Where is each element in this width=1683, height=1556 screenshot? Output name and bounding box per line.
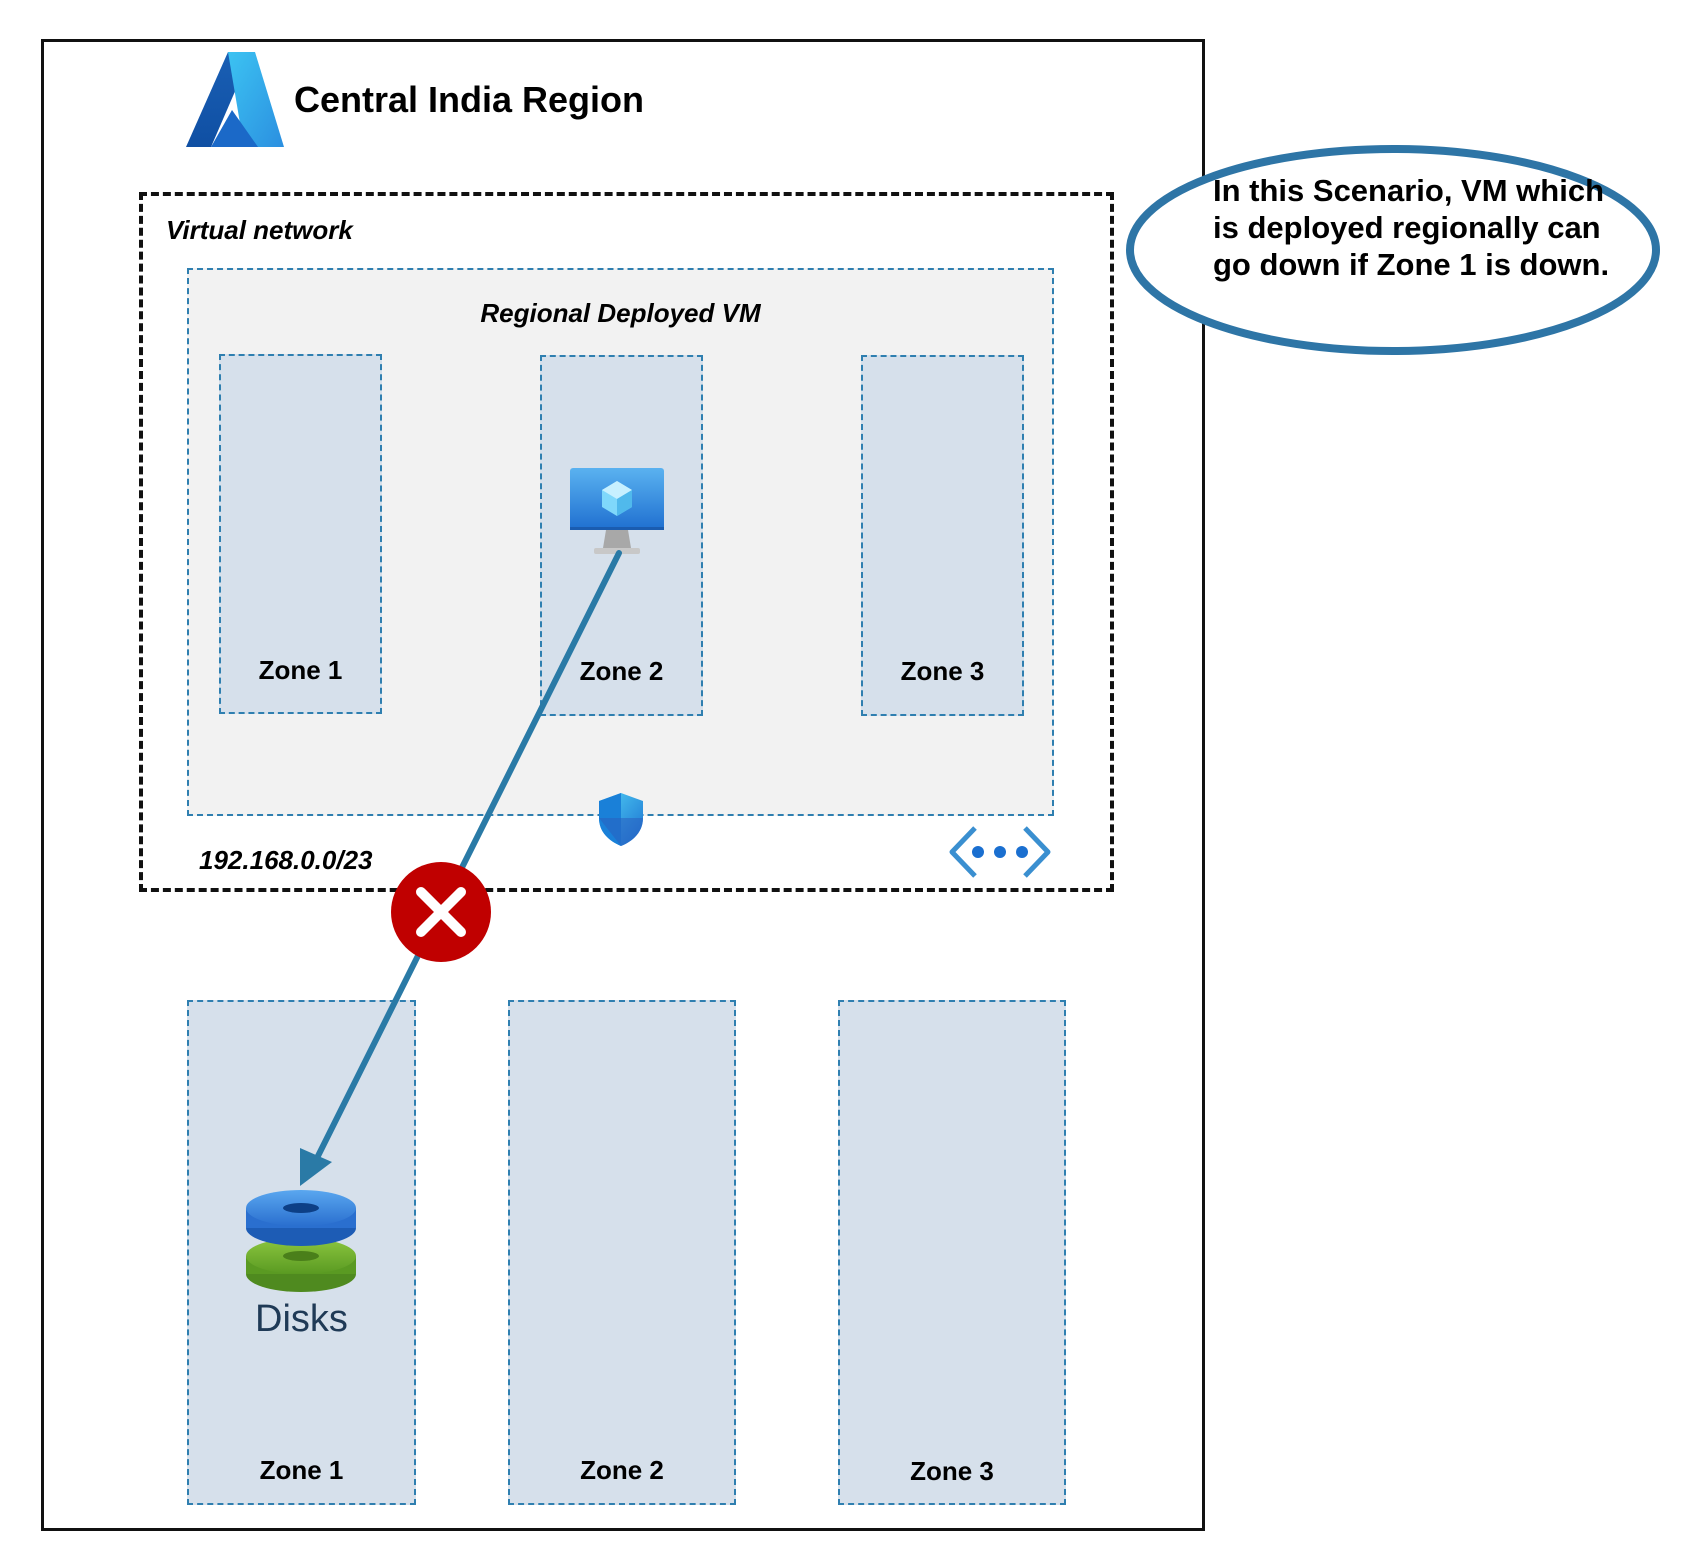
virtual-network-boundary [139, 192, 1114, 892]
disks-label: Disks [255, 1298, 348, 1340]
disk-zone-2 [508, 1000, 736, 1505]
region-container [41, 39, 1205, 1531]
virtual-network-label: Virtual network [166, 215, 353, 245]
vnet-icon [949, 826, 1051, 878]
vm-zone-1-label: Zone 1 [258, 655, 343, 685]
vnet-address-space: 192.168.0.0/23 [199, 845, 373, 875]
vm-to-disk-connection-arrow [300, 550, 622, 1186]
virtual-machine-icon[interactable] [570, 468, 664, 554]
shield-icon [599, 793, 643, 846]
vm-zone-3 [861, 355, 1024, 716]
disk-zone-3-label: Zone 3 [910, 1456, 994, 1486]
vm-zone-3-label: Zone 3 [900, 656, 985, 686]
disk-zone-3 [838, 1000, 1066, 1505]
callout-text: In this Scenario, VM which is deployed r… [1213, 173, 1610, 282]
disk-zone-2-label: Zone 2 [580, 1455, 664, 1485]
disks-icon[interactable] [246, 1190, 356, 1292]
error-x-icon [391, 862, 491, 962]
vm-zone-2-label: Zone 2 [579, 656, 664, 686]
region-title: Central India Region [294, 79, 645, 120]
regional-vm-label: Regional Deployed VM [480, 298, 761, 328]
vm-zone-1 [219, 354, 382, 714]
disk-zone-1-label: Zone 1 [259, 1455, 344, 1485]
callout-bubble [1126, 145, 1660, 355]
